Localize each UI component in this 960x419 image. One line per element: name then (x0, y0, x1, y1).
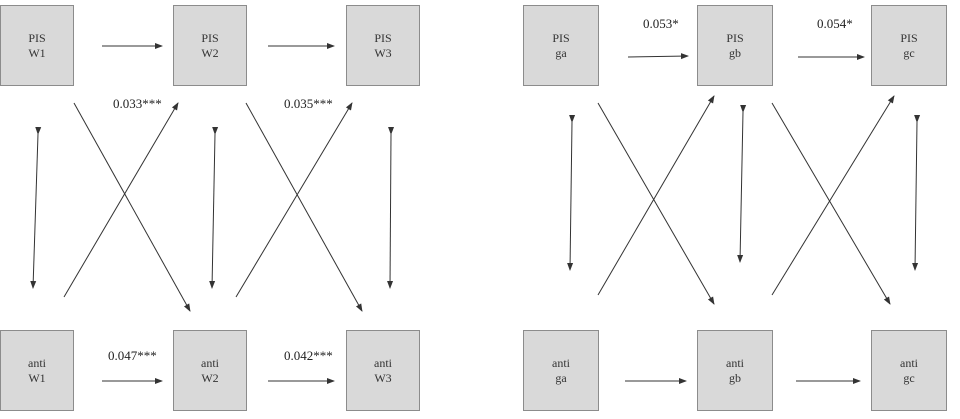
arrow-pis-w2-anti-w3 (245, 102, 363, 312)
node-pis-w2: PIS W2 (173, 5, 247, 86)
node-label-bottom: W3 (374, 45, 392, 60)
arrow-pis-ga-gb (627, 53, 689, 60)
node-label-bottom: W3 (374, 370, 392, 385)
node-pis-gb: PIS gb (697, 5, 773, 86)
coef-cross-1: 0.033*** (113, 96, 162, 111)
arrow-anti-ga-pis-gb (597, 95, 715, 296)
coef-pis-b-c: 0.054* (817, 16, 853, 31)
arrow-pis-gb-anti-gc (771, 102, 891, 305)
node-anti-gb: anti gb (697, 330, 773, 411)
arrow-anti-gb-pis-gc (771, 95, 895, 296)
node-label-bottom: gc (903, 45, 915, 60)
node-label-bottom: ga (555, 45, 567, 60)
coef-anti-2-3: 0.042*** (284, 348, 333, 363)
node-label-bottom: W2 (201, 370, 219, 385)
node-anti-ga: anti ga (523, 330, 599, 411)
node-label-bottom: W1 (28, 45, 46, 60)
node-label-top: anti (28, 355, 46, 370)
cov-w1 (30, 126, 42, 289)
coef-cross-2: 0.035*** (284, 96, 333, 111)
node-label-top: anti (726, 355, 744, 370)
arrow-anti-w2-pis-w3 (235, 102, 353, 298)
arrow-pis-w1-anti-w2 (73, 102, 191, 312)
node-label-top: PIS (28, 30, 46, 45)
node-label-top: anti (374, 355, 392, 370)
node-pis-ga: PIS ga (523, 5, 599, 86)
cov-ga (567, 114, 576, 271)
arrow-anti-w1-pis-w2 (63, 102, 179, 298)
node-label-bottom: gc (903, 370, 915, 385)
node-anti-w2: anti W2 (173, 330, 247, 411)
node-label-bottom: gb (729, 45, 741, 60)
coef-pis-a-b: 0.053* (643, 16, 679, 31)
node-label-bottom: gb (729, 370, 741, 385)
coef-anti-1-2: 0.047*** (108, 348, 157, 363)
arrow-pis-ga-anti-gb (597, 102, 715, 305)
node-anti-w1: anti W1 (0, 330, 74, 411)
node-label-top: PIS (201, 30, 219, 45)
node-label-top: anti (552, 355, 570, 370)
node-label-top: PIS (374, 30, 392, 45)
node-label-top: PIS (726, 30, 744, 45)
node-pis-w1: PIS W1 (0, 5, 74, 86)
cov-gc (912, 114, 921, 271)
cov-w3 (387, 126, 395, 289)
node-pis-gc: PIS gc (871, 5, 947, 86)
node-anti-w3: anti W3 (346, 330, 420, 411)
node-anti-gc: anti gc (871, 330, 947, 411)
node-label-bottom: W2 (201, 45, 219, 60)
node-label-bottom: W1 (28, 370, 46, 385)
node-label-top: PIS (552, 30, 570, 45)
node-label-top: anti (900, 355, 918, 370)
cov-w2 (209, 126, 219, 289)
node-label-top: anti (201, 355, 219, 370)
cov-gb (737, 104, 747, 263)
node-label-top: PIS (900, 30, 918, 45)
node-pis-w3: PIS W3 (346, 5, 420, 86)
node-label-bottom: ga (555, 370, 567, 385)
